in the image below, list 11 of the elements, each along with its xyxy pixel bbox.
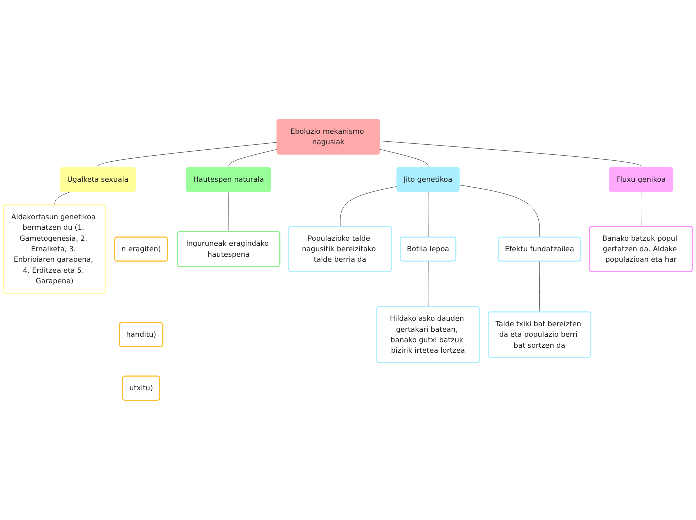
connector	[380, 140, 642, 168]
connector	[228, 192, 230, 232]
connector	[228, 149, 278, 168]
connector	[428, 261, 429, 308]
connector	[428, 192, 429, 238]
connector	[459, 184, 540, 238]
connector	[380, 149, 429, 168]
connector	[340, 186, 398, 228]
connector	[54, 192, 71, 206]
connector	[641, 192, 642, 228]
connector	[98, 142, 278, 168]
